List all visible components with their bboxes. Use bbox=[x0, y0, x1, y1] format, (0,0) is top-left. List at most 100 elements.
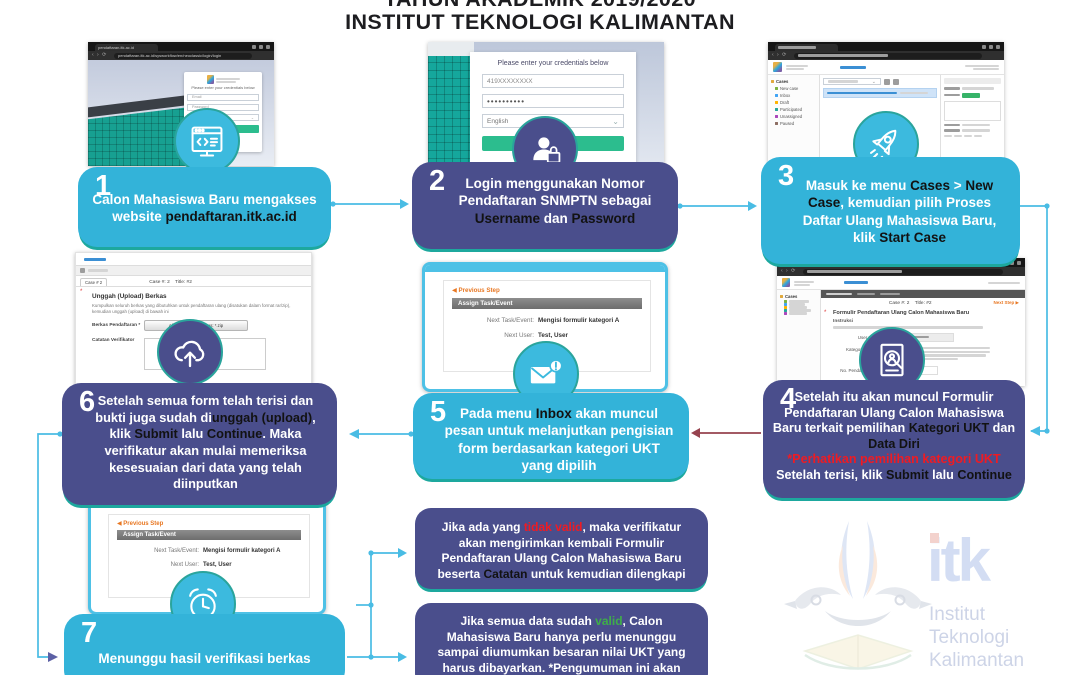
screenshot-login-zoom: Please enter your credentials below 419X… bbox=[428, 42, 664, 167]
case-number-label: Case #: 2 bbox=[149, 280, 170, 285]
step4-text: Setelah itu akan muncul Formulir Pendaft… bbox=[772, 390, 1016, 483]
credentials-title: Please enter your credentials below bbox=[191, 85, 255, 90]
previous-step-link[interactable]: ◀ Previous Step bbox=[117, 521, 164, 527]
upload-form-description: Kumpulkan seluruh berkas yang dibutuhkan… bbox=[92, 303, 291, 314]
next-task-value: Mengisi formulir kategori A bbox=[538, 317, 620, 324]
next-user-value: Test, User bbox=[538, 332, 568, 340]
cloud-upload-icon bbox=[157, 319, 223, 385]
browser-titlebar: pendaftaran.itk.ac.id bbox=[88, 42, 274, 51]
sidebar-item-participated[interactable]: Participated bbox=[771, 106, 816, 113]
sidebar-item[interactable] bbox=[780, 306, 817, 309]
app-header bbox=[768, 60, 1004, 75]
sidebar-item-cases[interactable]: Cases bbox=[780, 293, 817, 300]
itk-logo bbox=[773, 62, 782, 72]
catatan-label: Catatan Verifikator bbox=[92, 337, 135, 343]
step5-box: 5 Pada menu Inbox akan muncul pesan untu… bbox=[413, 393, 689, 479]
case-toolbar bbox=[76, 265, 311, 276]
next-step-link[interactable]: Next Step ▶ bbox=[993, 300, 1019, 305]
title-line-1: TAHUN AKADEMIK 2019/2020 bbox=[0, 0, 1080, 11]
url-field[interactable]: pendaftaran.itk.ac.id/sysworkflow/en/neo… bbox=[114, 52, 252, 59]
step4-number: 4 bbox=[780, 383, 797, 415]
sidebar-item-draft[interactable]: Draft bbox=[771, 99, 816, 106]
instruksi-heading: Instruksi bbox=[833, 319, 853, 324]
result-invalid-text: Jika ada yang tidak valid, maka verifika… bbox=[437, 520, 686, 581]
password-field[interactable]: Password bbox=[187, 103, 259, 111]
ukt-form-heading: Formulir Pendaftaran Ulang Calon Mahasis… bbox=[833, 310, 970, 316]
window-controls[interactable] bbox=[252, 44, 270, 49]
user-id-label: User ID bbox=[857, 334, 873, 340]
cases-sidebar: Cases New case Inbox Draft Participated … bbox=[768, 75, 820, 164]
start-case-button[interactable] bbox=[962, 92, 980, 98]
next-user-label: Next User: bbox=[504, 332, 534, 340]
password-field[interactable]: •••••••••• bbox=[482, 94, 624, 108]
step2-box: 2 Login menggunakan Nomor Pendaftaran SN… bbox=[412, 162, 678, 249]
sidebar-item-new-case[interactable]: New case bbox=[771, 85, 816, 92]
case-info-panel bbox=[940, 75, 1004, 164]
category-filter-select[interactable]: ⌄ bbox=[823, 78, 881, 85]
next-task-label: Next Task/Event: bbox=[154, 548, 199, 554]
app-nav-link[interactable] bbox=[844, 281, 868, 284]
case-title-label: Title: #2 bbox=[914, 300, 932, 306]
itk-emblem-watermark bbox=[784, 521, 932, 670]
case-title-label: Title: #2 bbox=[175, 280, 192, 285]
required-asterisk: * bbox=[824, 310, 827, 316]
case-row-selected[interactable] bbox=[823, 88, 937, 98]
step2-number: 2 bbox=[429, 165, 446, 197]
sidebar-item-paused[interactable]: Paused bbox=[771, 120, 816, 127]
kategori-ukt-label: Kategori UKT bbox=[845, 346, 873, 352]
browser-addressbar: ‹ › ⟳ pendaftaran.itk.ac.id/sysworkflow/… bbox=[88, 51, 274, 60]
next-task-label: Next Task/Event: bbox=[486, 317, 534, 324]
sidebar-item[interactable] bbox=[780, 312, 817, 315]
building-facade bbox=[428, 42, 474, 167]
window-controls[interactable] bbox=[982, 44, 1000, 49]
required-asterisk: * bbox=[80, 289, 83, 295]
app-header bbox=[777, 276, 1025, 290]
step7-number: 7 bbox=[81, 617, 98, 649]
sidebar-item[interactable] bbox=[780, 300, 817, 303]
browser-nav-icons[interactable]: ‹ › ⟳ bbox=[92, 52, 108, 58]
case-tab[interactable]: Case # 2 bbox=[80, 278, 108, 286]
app-home-link[interactable] bbox=[84, 257, 106, 261]
cases-list-panel: ⌄ bbox=[820, 75, 940, 164]
sidebar-item-inbox[interactable]: Inbox bbox=[771, 92, 816, 99]
itk-logo bbox=[206, 75, 214, 84]
next-user-label: Next User: bbox=[170, 562, 199, 568]
step4-box: 4 Setelah itu akan muncul Formulir Penda… bbox=[763, 380, 1025, 498]
sidebar-item[interactable] bbox=[780, 309, 817, 312]
browser-tab[interactable]: pendaftaran.itk.ac.id bbox=[95, 44, 158, 51]
browser-titlebar bbox=[768, 42, 1004, 51]
browser-tab[interactable] bbox=[775, 44, 838, 51]
app-nav-link[interactable] bbox=[840, 65, 866, 69]
chevron-down-icon: ⌄ bbox=[612, 116, 619, 126]
watermark-line: Teknologi bbox=[929, 627, 1010, 648]
watermark-line: Kalimantan bbox=[929, 650, 1025, 671]
username-field[interactable]: 419XXXXXXXX bbox=[482, 74, 624, 88]
sidebar-item-unassigned[interactable]: Unassigned bbox=[771, 113, 816, 120]
result-invalid-box: Jika ada yang tidak valid, maka verifika… bbox=[415, 508, 708, 589]
step3-number: 3 bbox=[778, 160, 795, 192]
itk-i-dot-accent bbox=[930, 533, 939, 543]
berkas-label: Berkas Pendaftaran * bbox=[92, 322, 141, 328]
itk-watermark-name: Institut Teknologi Kalimantan bbox=[929, 603, 1024, 672]
browser-nav-icons[interactable]: ‹ › ⟳ bbox=[772, 52, 788, 58]
email-field[interactable]: Email bbox=[187, 93, 259, 101]
url-field[interactable] bbox=[794, 52, 982, 59]
step3-box: 3 Masuk ke menu Cases > New Case, kemudi… bbox=[761, 157, 1020, 264]
sidebar-item-cases[interactable]: Cases bbox=[771, 78, 816, 85]
sidebar-item[interactable] bbox=[780, 303, 817, 306]
screenshot-assign-task: ◀ Previous Step Assign Task/Event Next T… bbox=[422, 262, 668, 392]
website-code-icon bbox=[174, 108, 240, 174]
step5-text: Pada menu Inbox akan muncul pesan untuk … bbox=[444, 406, 674, 473]
url-field[interactable] bbox=[803, 268, 1003, 275]
browser-addressbar: ‹ › ⟳ bbox=[777, 267, 1025, 276]
step1-box: 1 Calon Mahasiswa Baru mengakses website… bbox=[78, 167, 331, 247]
step2-text: Login menggunakan Nomor Pendaftaran SNMP… bbox=[458, 176, 652, 226]
browser-addressbar: ‹ › ⟳ bbox=[768, 51, 1004, 60]
poster-title: TAHUN AKADEMIK 2019/2020 INSTITUT TEKNOL… bbox=[0, 0, 1080, 34]
browser-nav-icons[interactable]: ‹ › ⟳ bbox=[781, 268, 797, 274]
step7-text: Menunggu hasil verifikasi berkas bbox=[98, 651, 311, 666]
previous-step-link[interactable]: ◀ Previous Step bbox=[452, 287, 500, 294]
step1-number: 1 bbox=[95, 170, 112, 202]
frame-top-bar bbox=[425, 265, 665, 272]
